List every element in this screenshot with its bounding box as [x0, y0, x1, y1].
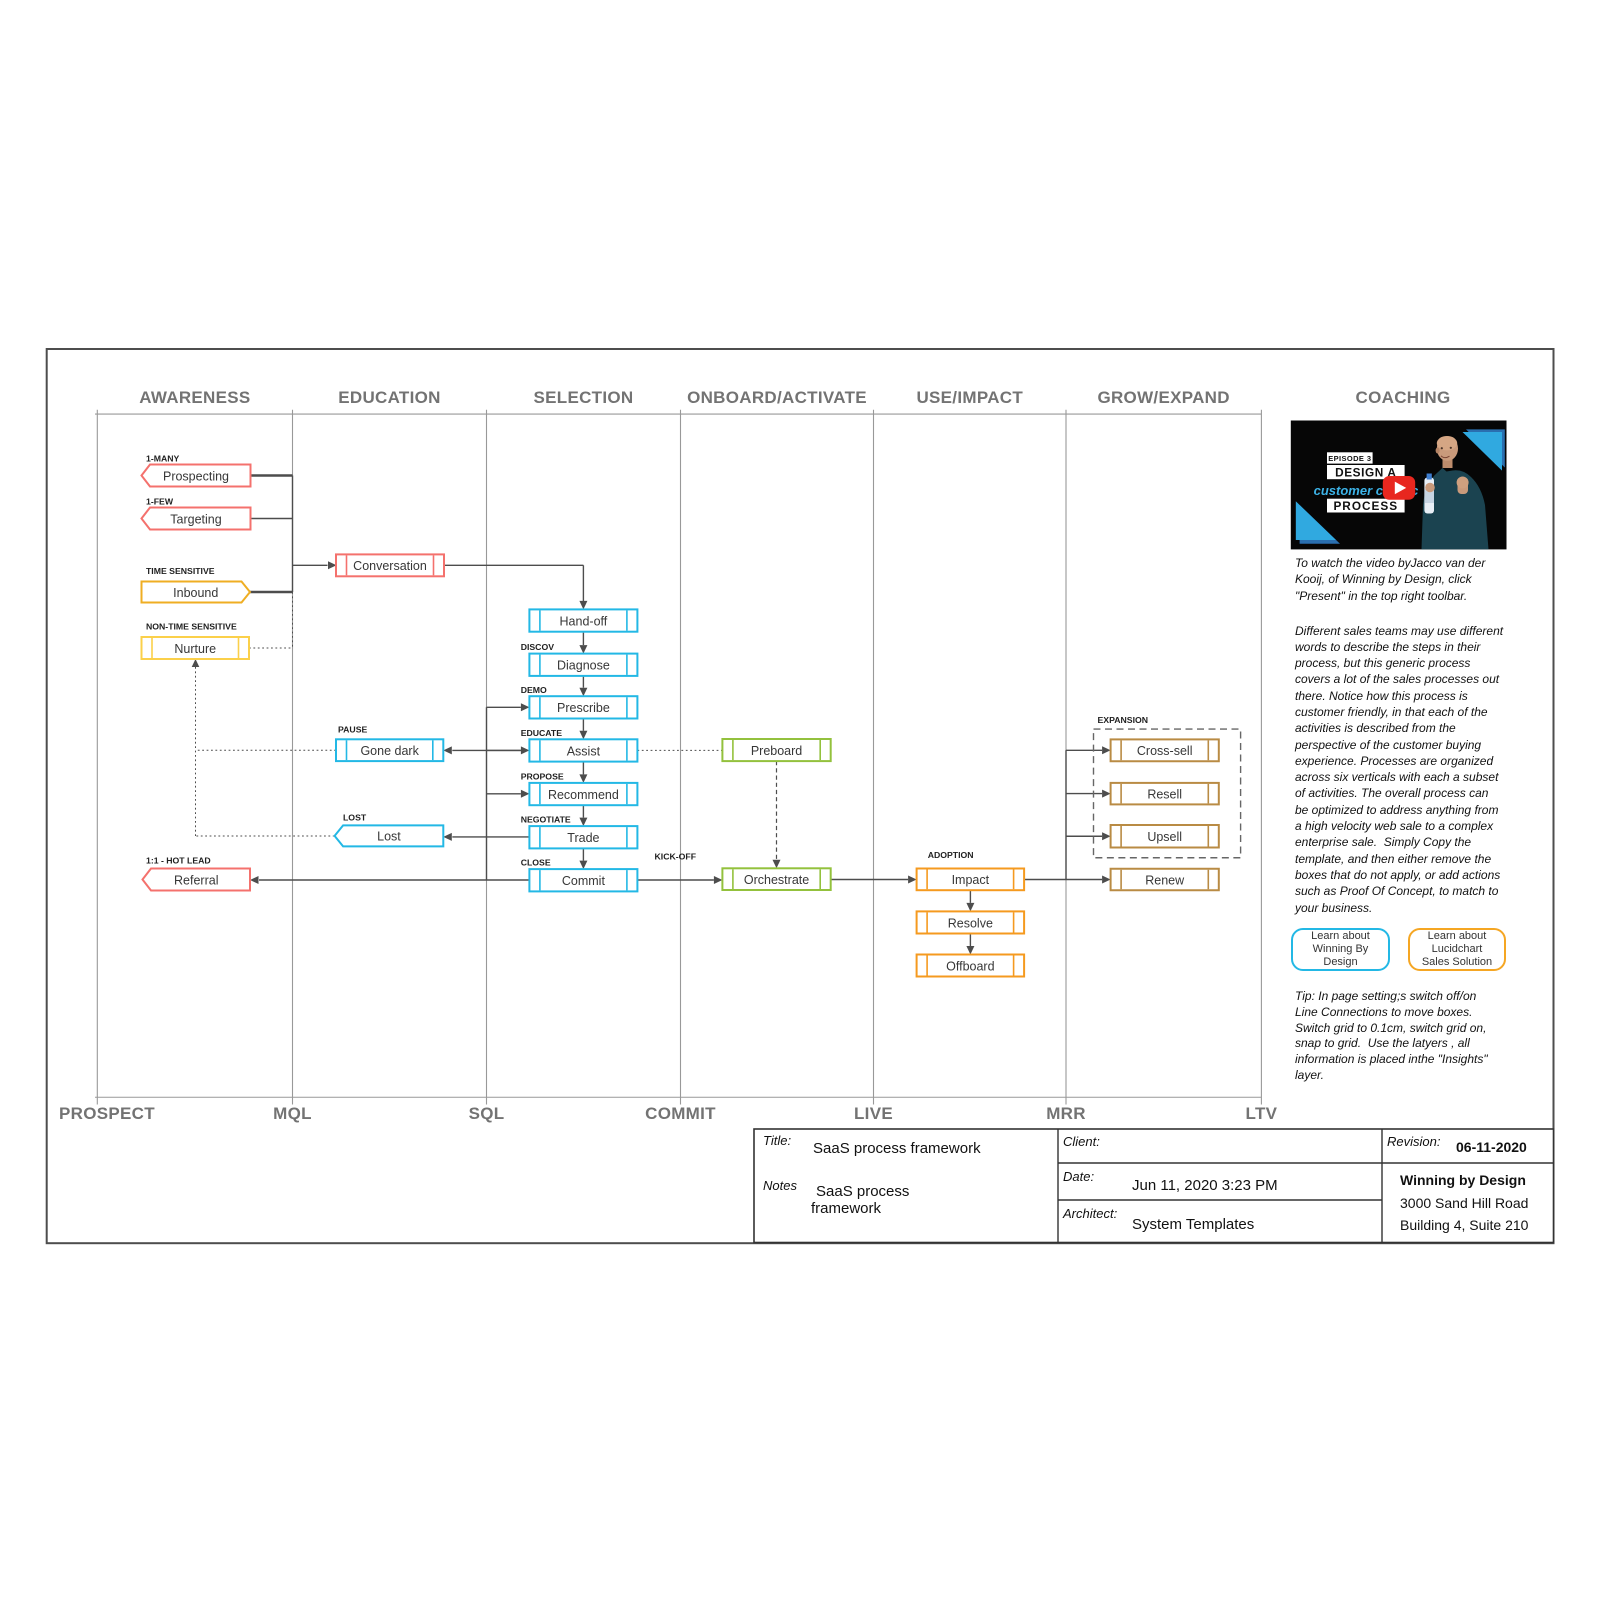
svg-text:ADOPTION: ADOPTION	[928, 850, 974, 860]
svg-text:SQL: SQL	[469, 1104, 505, 1123]
svg-text:Gone dark: Gone dark	[360, 744, 419, 758]
svg-text:PROCESS: PROCESS	[1333, 499, 1398, 513]
svg-text:USE/IMPACT: USE/IMPACT	[916, 388, 1023, 407]
svg-text:Commit: Commit	[562, 874, 606, 888]
svg-text:Renew: Renew	[1145, 873, 1185, 887]
svg-text:LIVE: LIVE	[854, 1104, 893, 1123]
svg-text:1-FEW: 1-FEW	[146, 497, 174, 507]
svg-text:Prospecting: Prospecting	[163, 469, 229, 483]
svg-text:Preboard: Preboard	[751, 744, 802, 758]
svg-text:EXPANSION: EXPANSION	[1098, 715, 1149, 725]
svg-text:Impact: Impact	[952, 873, 990, 887]
svg-text:Targeting: Targeting	[170, 512, 221, 526]
svg-text:Offboard: Offboard	[946, 959, 994, 973]
svg-text:Nurture: Nurture	[174, 642, 216, 656]
svg-text:Prescribe: Prescribe	[557, 701, 610, 715]
svg-text:Diagnose: Diagnose	[557, 659, 610, 673]
svg-text:Conversation: Conversation	[353, 559, 427, 573]
svg-text:LTV: LTV	[1246, 1104, 1278, 1123]
svg-text:EDUCATION: EDUCATION	[338, 388, 441, 407]
svg-text:Resolve: Resolve	[948, 916, 993, 930]
svg-text:Recommend: Recommend	[548, 788, 619, 802]
svg-text:Hand-off: Hand-off	[560, 614, 608, 628]
svg-text:EDUCATE: EDUCATE	[521, 728, 563, 738]
svg-text:EPISODE 3: EPISODE 3	[1328, 454, 1371, 463]
svg-text:Lost: Lost	[377, 830, 401, 844]
svg-text:COACHING: COACHING	[1356, 388, 1451, 407]
svg-text:Inbound: Inbound	[173, 586, 218, 600]
svg-text:CLOSE: CLOSE	[521, 858, 551, 868]
svg-text:SELECTION: SELECTION	[534, 388, 634, 407]
svg-text:COMMIT: COMMIT	[645, 1104, 716, 1123]
svg-text:Assist: Assist	[567, 744, 601, 758]
svg-text:KICK-OFF: KICK-OFF	[655, 852, 697, 862]
svg-text:DEMO: DEMO	[521, 685, 547, 695]
svg-text:PAUSE: PAUSE	[338, 725, 367, 735]
svg-text:Upsell: Upsell	[1147, 830, 1182, 844]
svg-text:PROSPECT: PROSPECT	[59, 1104, 155, 1123]
svg-text:PROPOSE: PROPOSE	[521, 771, 564, 781]
svg-text:1-MANY: 1-MANY	[146, 454, 180, 464]
svg-text:DISCOV: DISCOV	[521, 642, 555, 652]
svg-text:1:1 - HOT LEAD: 1:1 - HOT LEAD	[146, 856, 211, 866]
svg-text:MQL: MQL	[273, 1104, 312, 1123]
svg-text:GROW/EXPAND: GROW/EXPAND	[1097, 388, 1229, 407]
svg-text:ONBOARD/ACTIVATE: ONBOARD/ACTIVATE	[687, 388, 867, 407]
svg-text:TIME SENSITIVE: TIME SENSITIVE	[146, 566, 215, 576]
svg-text:Referral: Referral	[174, 873, 218, 887]
svg-text:Orchestrate: Orchestrate	[744, 873, 809, 887]
svg-text:MRR: MRR	[1046, 1104, 1086, 1123]
svg-text:Trade: Trade	[567, 831, 599, 845]
svg-text:LOST: LOST	[343, 813, 367, 823]
svg-text:NON-TIME SENSITIVE: NON-TIME SENSITIVE	[146, 622, 237, 632]
svg-text:AWARENESS: AWARENESS	[139, 388, 250, 407]
svg-text:DESIGN A: DESIGN A	[1335, 466, 1396, 480]
svg-text:Resell: Resell	[1147, 787, 1182, 801]
svg-text:Cross-sell: Cross-sell	[1137, 744, 1193, 758]
svg-text:NEGOTIATE: NEGOTIATE	[521, 815, 571, 825]
